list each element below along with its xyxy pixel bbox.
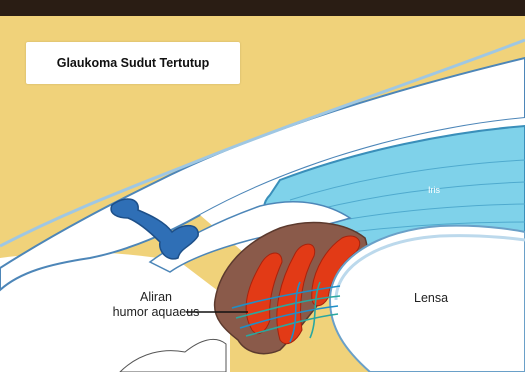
label-iris: Iris xyxy=(428,185,440,195)
frame-top-border xyxy=(0,0,525,16)
label-aqueous-flow: Aliran humor aquaeus xyxy=(86,290,226,320)
label-aqueous-flow-line1: Aliran xyxy=(86,290,226,305)
diagram-title: Glaukoma Sudut Tertutup xyxy=(57,56,210,70)
label-aqueous-flow-line2: humor aquaeus xyxy=(86,305,226,320)
label-lens: Lensa xyxy=(414,291,448,305)
title-box: Glaukoma Sudut Tertutup xyxy=(26,42,240,84)
